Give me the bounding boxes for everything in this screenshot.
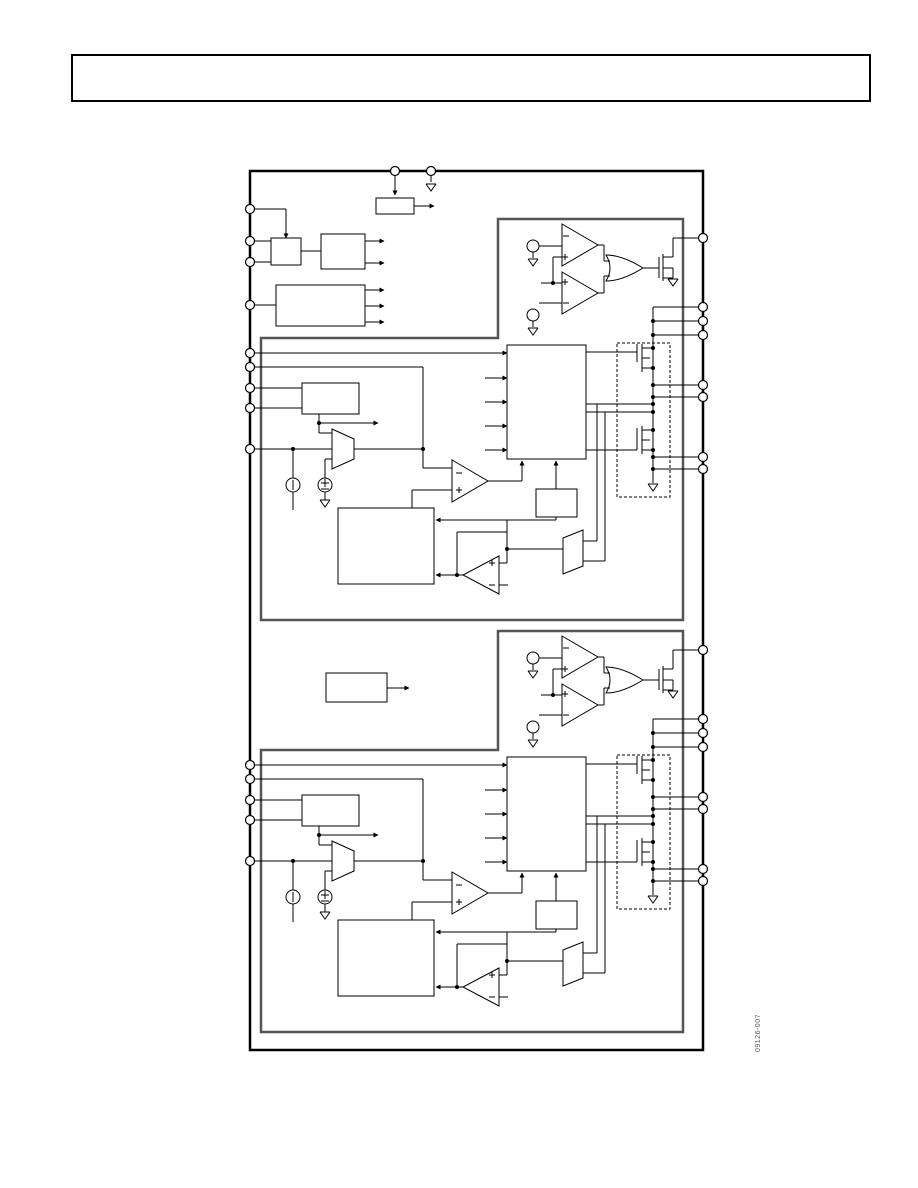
page-header-box: [71, 54, 871, 102]
control-interface: [244, 203, 385, 327]
channel-block: [244, 217, 709, 622]
chip-outline: [248, 169, 705, 1052]
regulator-block: [375, 197, 435, 215]
oscillator-block: [325, 672, 410, 703]
figure-id: 09126-007: [755, 1014, 765, 1060]
channel-block-2: [246, 631, 708, 1032]
top-supply-pins: [389, 165, 437, 196]
figure-id-text: 09126-007: [755, 1014, 762, 1052]
